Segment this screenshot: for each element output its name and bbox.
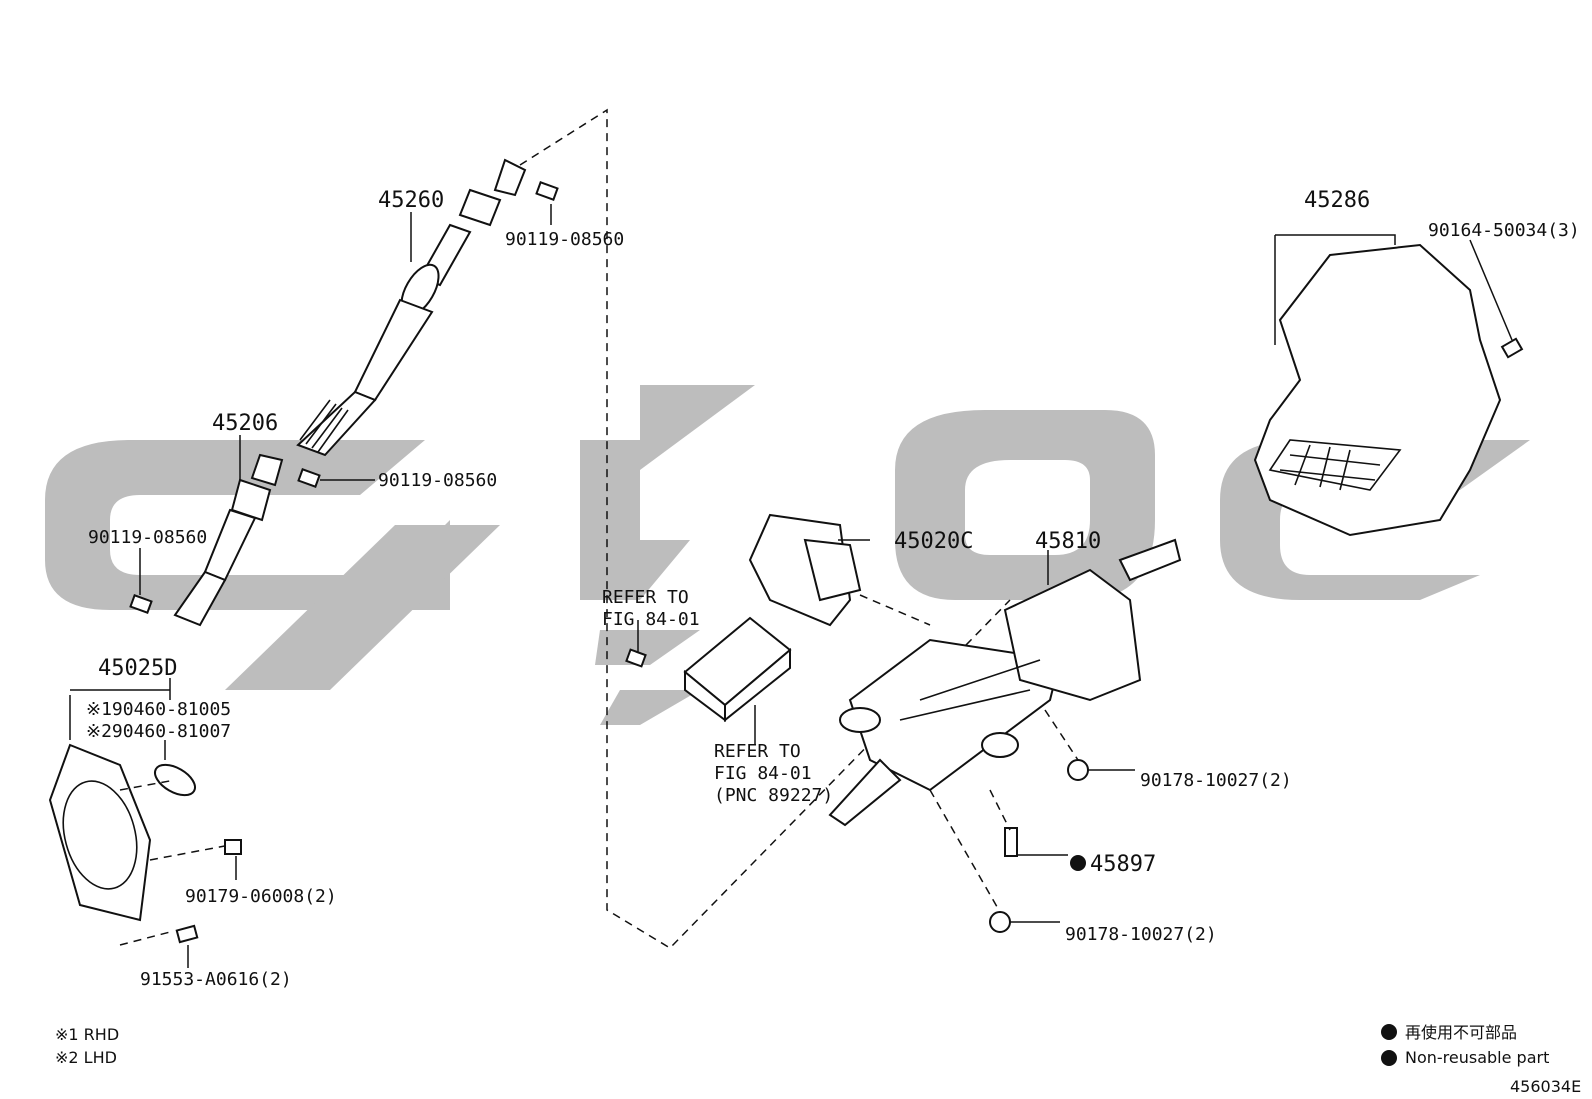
- legend-line-en: Non-reusable part: [1405, 1048, 1549, 1067]
- label-45206: 45206: [212, 411, 278, 436]
- refer-label-2: REFER TO: [714, 741, 801, 762]
- non-reusable-dot-icon: [1070, 855, 1086, 871]
- refer-label-2: (PNC 89227): [714, 785, 833, 806]
- bolt-icon: [535, 181, 559, 201]
- label-90119-a: 90119-08560: [505, 229, 624, 250]
- label-45897: 45897: [1090, 852, 1156, 877]
- nut-icon: [224, 839, 242, 855]
- label-45810: 45810: [1035, 529, 1101, 554]
- bolt-icon: [297, 468, 321, 488]
- label-90178-a: 90178-10027(2): [1140, 770, 1292, 791]
- nut-icon: [989, 911, 1011, 933]
- illustration-id: 456034E: [1510, 1077, 1581, 1096]
- label-90460-81005: ※190460-81005: [86, 699, 231, 720]
- refer-label-1: REFER TO: [602, 587, 689, 608]
- bolt-icon: [1004, 827, 1018, 857]
- bolt-icon: [175, 924, 199, 944]
- module-box: [683, 616, 792, 723]
- legend-dot-icon: [1381, 1050, 1397, 1066]
- column-cover-45286: [1253, 243, 1502, 537]
- refer-label-1: FIG 84-01: [602, 609, 700, 630]
- dashed-leader: [929, 709, 1079, 913]
- label-45286: 45286: [1304, 188, 1370, 213]
- label-45260: 45260: [378, 188, 444, 213]
- refer-label-2: FIG 84-01: [714, 763, 812, 784]
- hole-cover-45025D: [48, 743, 231, 946]
- nut-icon: [1067, 759, 1089, 781]
- label-90119-c: 90119-08560: [88, 527, 207, 548]
- label-90119-b: 90119-08560: [378, 470, 497, 491]
- screw-icon: [625, 648, 647, 668]
- note-lhd: ※2 LHD: [55, 1048, 117, 1067]
- steering-lock-45020C: [748, 513, 862, 627]
- label-45020C: 45020C: [894, 529, 973, 554]
- legend-line-jp: 再使用不可部品: [1405, 1023, 1517, 1042]
- sliding-yoke-45206: [173, 453, 284, 627]
- note-rhd: ※1 RHD: [55, 1025, 119, 1044]
- label-90178-b: 90178-10027(2): [1065, 924, 1217, 945]
- label-91553: 91553-A0616(2): [140, 969, 292, 990]
- label-90164: 90164-50034(3): [1428, 220, 1580, 241]
- steering-column-45810: [828, 538, 1182, 827]
- intermediate-shaft-45260: [296, 158, 527, 457]
- dashed-boundary: [519, 108, 1011, 949]
- legend-dot-icon: [1381, 1024, 1397, 1040]
- leader-lines: [69, 204, 1513, 968]
- label-90179: 90179-06008(2): [185, 886, 337, 907]
- screw-icon: [1500, 337, 1524, 359]
- label-90460-81007: ※290460-81007: [86, 721, 231, 742]
- dashed-leader: [859, 594, 931, 626]
- bolt-icon: [129, 594, 153, 614]
- label-45025D: 45025D: [98, 656, 177, 681]
